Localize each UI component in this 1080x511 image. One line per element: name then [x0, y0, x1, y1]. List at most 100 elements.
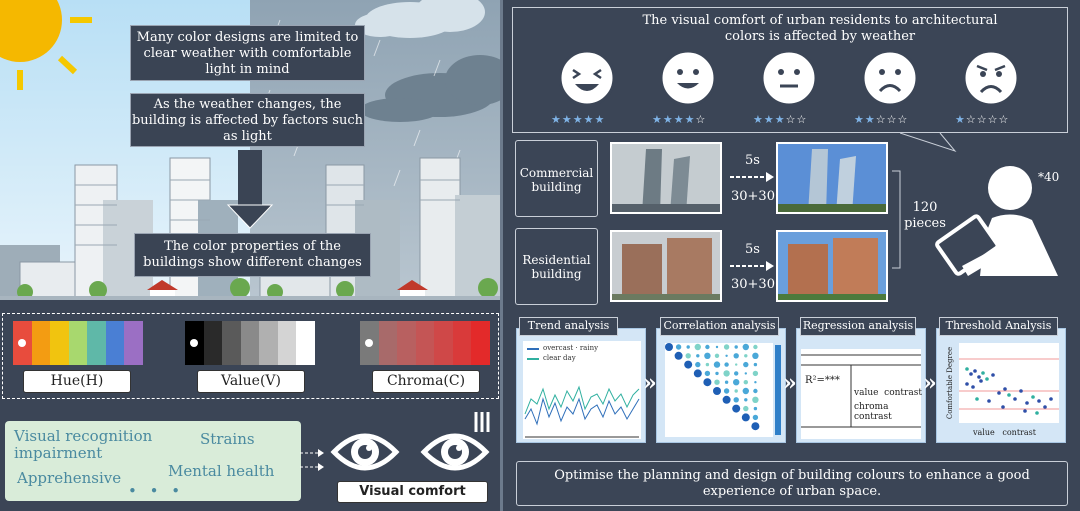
- scatter-point: [971, 385, 975, 389]
- comfort-heading: The visual comfort of urban residents to…: [642, 13, 998, 44]
- scatter-point: [1025, 401, 1029, 405]
- correlation-dot: [753, 362, 758, 367]
- correlation-dot: [734, 371, 739, 376]
- scatter-point: [987, 399, 991, 403]
- chroma-swatch: [397, 321, 417, 365]
- participant-count: *40: [1038, 170, 1060, 184]
- correlation-dot: [722, 395, 731, 404]
- hue-swatch: [105, 321, 125, 365]
- indicator-dot: [18, 339, 26, 347]
- note-color-properties: The color properties of the buildings sh…: [134, 233, 371, 277]
- dashed-arrows: [300, 449, 324, 471]
- weather-comfort-box: [512, 7, 1068, 133]
- correlation-dot: [686, 345, 690, 349]
- correlation-dot: [714, 353, 720, 358]
- time-commercial: 5s: [745, 153, 760, 168]
- value-swatch: [203, 321, 223, 365]
- scatter-point: [1037, 399, 1041, 403]
- scatter-point: [1003, 387, 1007, 391]
- commercial-building-label: Commercial building: [515, 140, 598, 217]
- star-rating: ★★☆☆☆: [854, 113, 909, 126]
- correlation-dot: [753, 344, 758, 350]
- effect-mental-health: Mental health: [168, 462, 275, 480]
- threshold-scatter: [959, 343, 1059, 423]
- indicator-dot: [190, 339, 198, 347]
- angry-face-icon: [962, 49, 1020, 107]
- arrow-down-icon: [226, 150, 274, 229]
- correlation-dot: [744, 398, 748, 402]
- effect-dots: • • •: [128, 482, 185, 500]
- trend-legend-clear: clear day: [543, 354, 576, 362]
- correlation-dot: [703, 378, 712, 387]
- commercial-photo-clear: [776, 142, 888, 214]
- regression-table: [801, 349, 921, 439]
- correlation-dot: [723, 344, 730, 350]
- panel-divider: [500, 0, 503, 511]
- effect-strains: Strains: [200, 430, 255, 448]
- scatter-point: [997, 391, 1001, 395]
- dashed-arrow: [730, 172, 774, 182]
- scatter-point: [981, 371, 985, 375]
- color-scale-bar: [775, 345, 781, 435]
- hue-swatches: [13, 321, 144, 365]
- correlation-dot: [713, 361, 721, 368]
- regression-r2: R²=***: [805, 375, 840, 386]
- star-rating: ★★★★★: [551, 113, 606, 126]
- correlation-dot: [714, 379, 720, 385]
- correlation-dot: [744, 354, 748, 358]
- hue-swatch: [50, 321, 70, 365]
- correlation-dot: [754, 381, 757, 384]
- correlation-analysis-box: [656, 328, 786, 443]
- pieces-count: 120 pieces: [904, 200, 946, 231]
- scatter-point: [1019, 389, 1023, 393]
- scatter-point: [1035, 411, 1039, 415]
- effect-visual-recognition: Visual recognition impairment: [14, 427, 153, 462]
- threshold-xlabel: value contrast: [973, 428, 1036, 437]
- star-rating: ★☆☆☆☆: [955, 113, 1010, 126]
- star-rating: ★★★★☆: [652, 113, 707, 126]
- correlation-dot: [743, 380, 748, 385]
- correlation-dot: [744, 372, 747, 375]
- very-happy-face-icon: [558, 49, 616, 107]
- value-label: Value(V): [197, 370, 305, 393]
- residential-photo-overcast: [610, 230, 722, 302]
- chroma-swatch: [434, 321, 454, 365]
- trend-analysis-title: Trend analysis: [519, 317, 618, 336]
- scatter-point: [975, 397, 979, 401]
- scatter-point: [965, 382, 969, 386]
- happy-face-icon: [659, 49, 717, 107]
- correlation-dot: [752, 370, 759, 377]
- correlation-dot: [724, 380, 729, 384]
- correlation-dot: [735, 363, 738, 366]
- correlation-analysis-title: Correlation analysis: [660, 317, 779, 336]
- sad-face-icon: [861, 49, 919, 107]
- bracket: [892, 170, 901, 269]
- correlation-dot: [734, 345, 738, 349]
- regression-analysis-box: R²=*** value contrast chroma contrast: [796, 328, 926, 443]
- regression-chroma-contrast: chroma contrast: [854, 402, 892, 422]
- indicator-dot: [365, 339, 373, 347]
- correlation-dot: [723, 370, 730, 377]
- correlation-dot: [723, 388, 730, 394]
- value-swatch: [240, 321, 260, 365]
- scatter-point: [979, 379, 983, 383]
- correlation-dot: [685, 353, 691, 359]
- chevron-right-icon: »: [923, 370, 937, 396]
- hue-swatch: [124, 321, 144, 365]
- correlation-dot: [733, 353, 739, 359]
- correlation-dot: [694, 343, 701, 351]
- value-swatch: [277, 321, 297, 365]
- correlation-dot: [753, 388, 758, 394]
- correlation-dot: [675, 344, 682, 350]
- dashed-arrow: [730, 261, 774, 271]
- scatter-point: [985, 377, 989, 381]
- trend-analysis-box: overcast · rainy clear day: [516, 328, 646, 443]
- correlation-dot: [674, 351, 683, 360]
- correlation-dot: [733, 397, 739, 403]
- chroma-swatches: [360, 321, 491, 365]
- correlation-dot: [705, 344, 710, 350]
- trend-chart: [523, 341, 641, 439]
- value-swatches: [185, 321, 316, 365]
- note-weather-changes: As the weather changes, the building is …: [130, 93, 365, 147]
- visual-effects-panel: [5, 421, 301, 501]
